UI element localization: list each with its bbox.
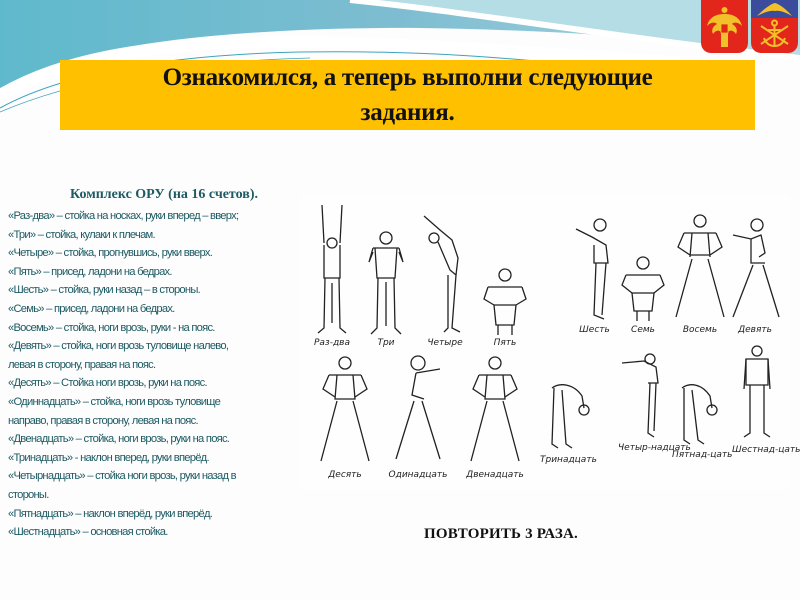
figure-twist-left-icon <box>732 218 780 318</box>
figure-bend-forward-icon <box>551 384 590 449</box>
list-item: «Двенадцать» – стойка, ноги врозь, руки … <box>8 433 230 446</box>
list-item: «Шесть» – стойка, руки назад – в стороны… <box>8 284 201 297</box>
figure-label: Четыре <box>427 338 463 348</box>
list-item: «Десять» – Стойка ноги врозь, руки на по… <box>8 377 208 390</box>
figure-label: Три <box>377 338 395 348</box>
list-item: «Девять» – стойка, ноги врозь туловище н… <box>8 340 229 353</box>
figure-raz-dva: Раз-два <box>312 203 352 348</box>
list-item: «Пять» – присед, ладони на бедрах. <box>8 265 173 278</box>
figure-desyat: Десять <box>315 355 375 480</box>
figure-legs-apart-icon <box>320 356 370 462</box>
figure-label: Тринадцать <box>540 455 597 465</box>
figure-label: Десять <box>328 470 362 480</box>
figure-arms-forward-icon <box>621 353 659 438</box>
figure-legs-apart-icon <box>470 356 520 462</box>
list-item: «Шестнадцать» – основная стойка. <box>8 526 168 539</box>
figure-label: Четыр-надцать <box>618 443 691 453</box>
figure-label: Двенадцать <box>466 470 524 480</box>
list-item: «Четыре» – стойка, прогнувшись, руки вве… <box>8 247 213 260</box>
figure-arched-back-icon <box>423 215 461 333</box>
figure-sem: Семь <box>618 255 668 335</box>
figure-shestnadtsat: Шестнад-цать <box>732 345 800 455</box>
list-item: «Восемь» – стойка, ноги врозь, руки - на… <box>8 321 215 334</box>
list-item: «Одиннадцать» – стойка, ноги врозь тулов… <box>8 395 221 408</box>
figure-label: Раз-два <box>313 338 351 348</box>
figure-squat-icon <box>621 256 665 321</box>
list-item: «Тринадцать» - наклон вперед, руки вперё… <box>8 451 210 464</box>
emblems <box>701 0 799 55</box>
figure-arms-back-icon <box>575 218 609 320</box>
figure-label: Шестнад-цать <box>732 445 800 455</box>
figure-label: Пятнад-цать <box>672 450 733 460</box>
list-item: «Три» – стойка, кулаки к плечам. <box>8 228 156 241</box>
figure-dvenadtsat: Двенадцать <box>465 355 525 480</box>
list-item: «Семь» – присед, ладони на бедрах. <box>8 302 175 315</box>
list-item: «Четырнадцать» – стойка ноги врозь, руки… <box>8 470 237 483</box>
exercise-list: Комплекс ОРУ (на 16 счетов). «Раз-два» –… <box>8 187 300 542</box>
figure-twist-right-icon <box>395 355 441 460</box>
figure-pyat: Пять <box>480 265 530 348</box>
figure-shest: Шесть <box>572 215 617 335</box>
figure-chetyre: Четыре <box>420 210 470 348</box>
title-banner: Ознакомился, а теперь выполни следующие … <box>60 60 755 130</box>
figure-devyat: Девять <box>725 217 785 335</box>
figure-odinnadtsat: Одинадцать <box>388 355 448 480</box>
list-item: «Раз-два» – стойка на носках, руки впере… <box>8 210 239 222</box>
figure-legs-apart-icon <box>675 214 725 318</box>
exercise-list-title: Комплекс ОРУ (на 16 счетов). <box>70 187 258 202</box>
russia-coat-of-arms-icon <box>701 0 748 53</box>
figure-label: Семь <box>631 325 655 335</box>
murmansk-region-coat-of-arms-icon <box>751 0 798 53</box>
figure-arms-up-icon <box>317 204 347 334</box>
figure-tri: Три <box>365 230 407 348</box>
figure-label: Одинадцать <box>388 470 448 480</box>
figure-vosem: Восемь <box>670 213 730 335</box>
figure-label: Пять <box>493 338 517 348</box>
figure-trinadtsat: Тринадцать <box>540 380 597 465</box>
figure-fists-to-shoulders-icon <box>368 231 404 335</box>
figure-label: Шесть <box>579 325 610 335</box>
figure-bend-forward-icon <box>681 384 718 445</box>
exercise-illustration: Раз-два Три Четыре <box>300 195 800 490</box>
figure-squat-icon <box>483 268 527 335</box>
list-item: направо, правая в сторону, левая на пояс… <box>8 414 199 427</box>
figure-label: Девять <box>738 325 772 335</box>
page-title: Ознакомился, а теперь выполни следующие … <box>162 64 653 126</box>
list-item: стороны. <box>8 488 49 501</box>
figure-standing-icon <box>743 345 771 438</box>
repeat-instruction: ПОВТОРИТЬ 3 РАЗА. <box>424 526 578 542</box>
figure-chetyrnadtsat: Четыр-надцать <box>618 353 691 453</box>
figure-label: Восемь <box>682 325 718 335</box>
list-item: «Пятнадцать» – наклон вперёд, руки вперё… <box>8 507 213 520</box>
list-item: левая в сторону, правая на пояс. <box>8 358 156 371</box>
figure-pyatnadtsat: Пятнад-цать <box>672 380 733 460</box>
